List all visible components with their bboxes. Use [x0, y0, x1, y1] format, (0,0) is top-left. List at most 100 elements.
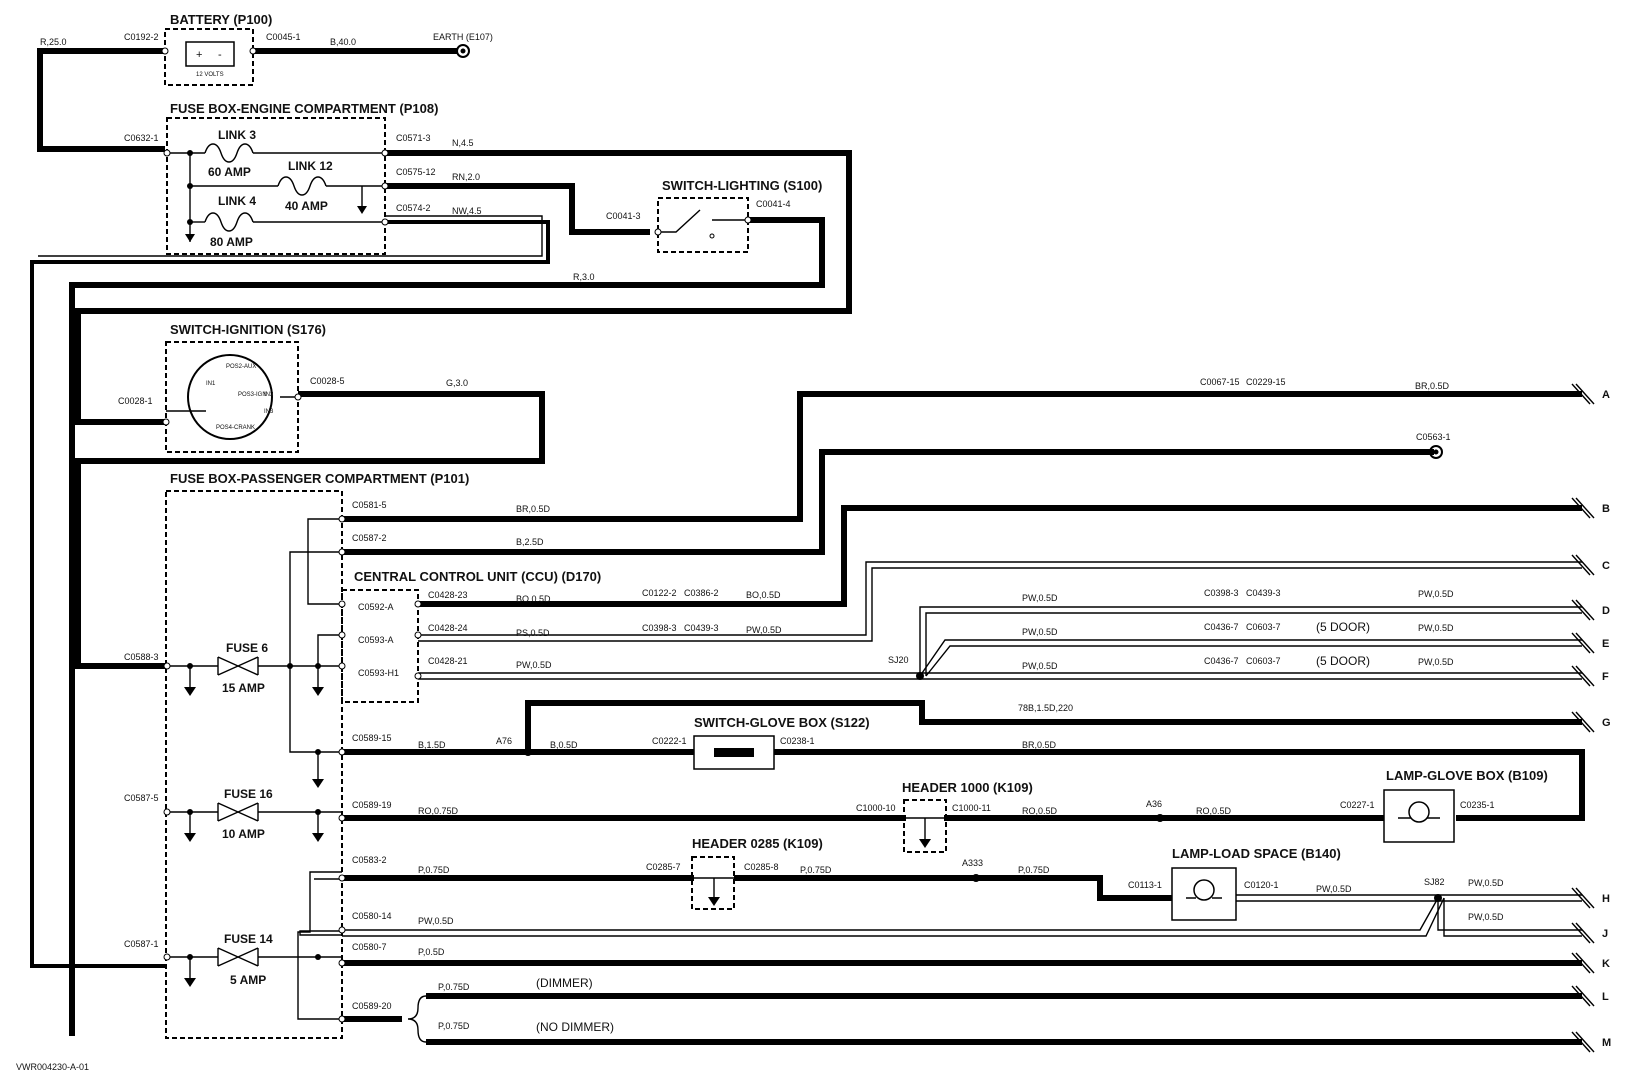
wire-b25 [342, 449, 1434, 555]
connector-label: C0580-7 [352, 942, 387, 952]
wire-p075-load [734, 875, 1172, 901]
end-label-g: G [1602, 717, 1611, 729]
header-1000-box [903, 799, 947, 853]
connector-label: C0436-7 [1204, 622, 1239, 632]
fuse-rating: 40 AMP [285, 199, 328, 213]
wire-label: B,2.5D [516, 537, 544, 547]
connector-label: C0563-1 [1416, 432, 1451, 442]
wire-label: PW,0.5D [746, 625, 782, 635]
connector-label: C0593-H1 [358, 668, 399, 678]
connector-label: C0045-1 [266, 32, 301, 42]
note-label: (DIMMER) [536, 976, 593, 990]
fuse-name: LINK 12 [288, 159, 333, 173]
ignition-position: IN2 [264, 392, 274, 398]
connector-label: C1000-10 [856, 803, 896, 813]
connector-label: C0028-5 [310, 376, 345, 386]
connector-label: C0436-7 [1204, 656, 1239, 666]
battery-minus-icon: - [218, 49, 222, 61]
end-label-f: F [1602, 671, 1609, 683]
connector-label: C0588-3 [124, 652, 159, 662]
wire-label: PW,0.5D [1468, 878, 1504, 888]
battery-title: BATTERY (P100) [170, 12, 272, 27]
connector-label: C0439-3 [1246, 588, 1281, 598]
connector-label: C0041-4 [756, 199, 791, 209]
switch-glove-box-title: SWITCH-GLOVE BOX (S122) [694, 715, 870, 730]
fuse-rating: 5 AMP [230, 973, 266, 987]
fuse-name: LINK 3 [218, 128, 256, 142]
lamp-glove-box [1383, 789, 1455, 843]
connector-label: C0571-3 [396, 133, 431, 143]
wire-label: PS,0.5D [516, 628, 550, 638]
wire-nw45-outline [38, 215, 543, 257]
earth-label: EARTH (E107) [433, 32, 493, 42]
fuse-rating: 80 AMP [210, 235, 253, 249]
earth-center-icon [1433, 449, 1439, 455]
wire-label: N,4.5 [452, 138, 474, 148]
connector-label: C0120-1 [1244, 880, 1279, 890]
wire-label: B,40.0 [330, 37, 356, 47]
ground-icon [357, 206, 367, 214]
end-arrows [1571, 383, 1595, 1053]
wire-c [418, 561, 1582, 636]
splice-label: SJ20 [888, 655, 909, 665]
splice-a333 [972, 874, 980, 882]
ignition-position: POS4-CRANK [216, 425, 255, 431]
wire-label: NW,4.5 [452, 206, 482, 216]
wire-label: PW,0.5D [1022, 627, 1058, 637]
wire-g30 [75, 391, 545, 669]
splice-dot [315, 954, 321, 960]
wire-label: PW,0.5D [1418, 623, 1454, 633]
wire-label: BR,0.5D [1415, 381, 1450, 391]
wire-label: G,3.0 [446, 378, 468, 388]
ground-icon [184, 833, 196, 842]
wire-n45 [75, 150, 852, 425]
wire-j-left [342, 897, 1439, 931]
wire-d [919, 606, 1582, 676]
wire-label: P,0.75D [800, 865, 832, 875]
wire-r30 [69, 217, 825, 1036]
ground-icon [184, 978, 196, 987]
wire-label: BO,0.5D [516, 594, 551, 604]
splice-label: SJ82 [1424, 877, 1445, 887]
fuse14-icon [217, 947, 259, 967]
wire-label: B,0.5D [550, 740, 578, 750]
connector-label: C0398-3 [1204, 588, 1239, 598]
connector-label: C0428-23 [428, 590, 468, 600]
connector-pins [161, 47, 752, 1023]
end-label-j: J [1602, 928, 1608, 940]
end-label-e: E [1602, 638, 1609, 650]
connector-label: C0574-2 [396, 203, 431, 213]
wire-g [525, 700, 1582, 752]
fuse-box-engine-title: FUSE BOX-ENGINE COMPARTMENT (P108) [170, 101, 438, 116]
connector-label: C0067-15 [1200, 377, 1240, 387]
wire-label: PW,0.5D [1418, 589, 1454, 599]
switch-lighting-box [657, 197, 749, 253]
lamp-icon [1193, 879, 1215, 901]
connector-label: C0386-2 [684, 588, 719, 598]
connector-label: C0192-2 [124, 32, 159, 42]
end-label-l: L [1602, 991, 1609, 1003]
ignition-dial-icon [187, 354, 273, 440]
battery-rating: 12 VOLTS [196, 72, 224, 78]
wire-label: PW,0.5D [418, 916, 454, 926]
connector-label: C0428-24 [428, 623, 468, 633]
wire-e [919, 639, 1582, 677]
connector-label: C0632-1 [124, 133, 159, 143]
connector-label: C0285-7 [646, 862, 681, 872]
switch-lighting-title: SWITCH-LIGHTING (S100) [662, 178, 822, 193]
wire-br05-glove [774, 749, 1585, 821]
connector-label: C0603-7 [1246, 656, 1281, 666]
splice-a76 [524, 748, 532, 756]
wire-label: BR,0.5D [516, 504, 551, 514]
end-label-k: K [1602, 958, 1610, 970]
ignition-position: POS3-IGN [238, 392, 267, 398]
splice-label: A36 [1146, 799, 1162, 809]
wire-label: PW,0.5D [516, 660, 552, 670]
connector-label: C0603-7 [1246, 622, 1281, 632]
connector-label: C0589-20 [352, 1001, 392, 1011]
lamp-glove-box-title: LAMP-GLOVE BOX (B109) [1386, 768, 1548, 783]
fuse16-icon [217, 802, 259, 822]
splice-dot [187, 183, 193, 189]
connector-label: C0122-2 [642, 588, 677, 598]
wire-label: BO,0.5D [746, 590, 781, 600]
